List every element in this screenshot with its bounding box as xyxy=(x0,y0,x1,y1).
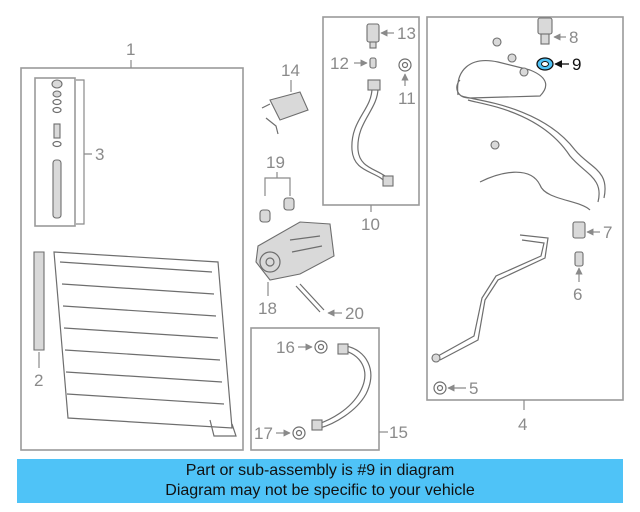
svg-text:14: 14 xyxy=(281,61,300,80)
line-assembly-4 xyxy=(431,17,606,395)
svg-text:3: 3 xyxy=(95,145,104,164)
callout-14: 14 xyxy=(281,61,300,92)
callout-10: 10 xyxy=(361,205,380,234)
banner-line-1: Part or sub-assembly is #9 in diagram xyxy=(185,462,455,479)
callout-20: 20 xyxy=(327,304,364,323)
svg-text:2: 2 xyxy=(34,371,43,390)
svg-text:15: 15 xyxy=(389,423,408,442)
group-box-1 xyxy=(20,67,244,451)
callout-4: 4 xyxy=(518,400,527,434)
receiver-drier-assembly xyxy=(34,77,76,227)
callout-9: 9 xyxy=(554,55,581,74)
part-19-mounts xyxy=(259,172,295,223)
svg-text:17: 17 xyxy=(254,424,273,443)
callout-1: 1 xyxy=(126,40,135,68)
svg-text:12: 12 xyxy=(330,54,349,73)
group-box-4 xyxy=(426,16,624,401)
info-banner: Part or sub-assembly is #9 in diagram Di… xyxy=(17,459,623,503)
svg-text:7: 7 xyxy=(603,223,612,242)
part-14-sensor xyxy=(261,91,309,135)
svg-text:19: 19 xyxy=(266,153,285,172)
group-box-15 xyxy=(250,327,380,451)
svg-text:20: 20 xyxy=(345,304,364,323)
svg-text:10: 10 xyxy=(361,215,380,234)
banner-line-2: Diagram may not be specific to your vehi… xyxy=(165,482,475,499)
callout-5: 5 xyxy=(447,379,478,398)
callout-19: 19 xyxy=(266,153,285,172)
callout-17: 17 xyxy=(254,424,291,443)
callout-2: 2 xyxy=(34,352,43,390)
svg-text:5: 5 xyxy=(469,379,478,398)
callout-18: 18 xyxy=(258,282,277,318)
svg-text:9: 9 xyxy=(572,55,581,74)
callout-16: 16 xyxy=(276,338,313,357)
svg-text:8: 8 xyxy=(569,28,578,47)
svg-text:6: 6 xyxy=(573,285,582,304)
parts-diagram: 1 2 3 4 5 6 7 8 9 10 11 12 xyxy=(20,16,624,451)
svg-text:16: 16 xyxy=(276,338,295,357)
compressor xyxy=(255,221,335,313)
callout-13: 13 xyxy=(380,24,416,43)
callout-11: 11 xyxy=(398,73,416,108)
callout-6: 6 xyxy=(573,267,583,304)
callout-15: 15 xyxy=(379,423,408,442)
hose-assembly-10 xyxy=(351,23,412,187)
callout-3: 3 xyxy=(76,79,104,225)
callout-7: 7 xyxy=(586,223,612,242)
callout-12: 12 xyxy=(330,54,368,73)
svg-text:18: 18 xyxy=(258,299,277,318)
svg-text:4: 4 xyxy=(518,415,527,434)
svg-text:11: 11 xyxy=(398,89,416,108)
svg-text:1: 1 xyxy=(126,40,135,59)
condenser xyxy=(33,251,237,437)
svg-text:13: 13 xyxy=(397,24,416,43)
callout-8: 8 xyxy=(553,28,578,47)
hose-assembly-15 xyxy=(292,340,372,440)
